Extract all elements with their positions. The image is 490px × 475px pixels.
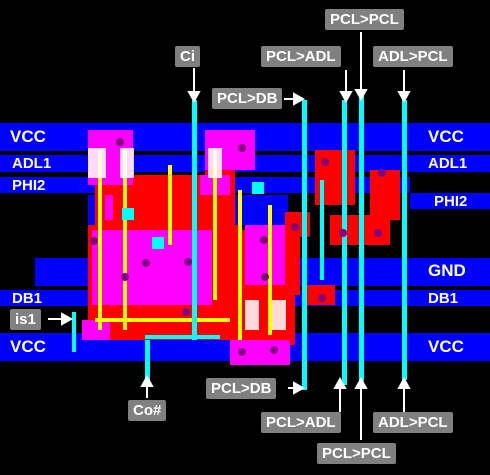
vcc-bottom-right-label: VCC — [428, 337, 464, 356]
pin-pcl-adl-bottom-tag: PCL>ADL — [261, 412, 341, 433]
pin-pcl-pcl-bottom-tag: PCL>PCL — [317, 443, 396, 464]
pin-adl-pcl-top-tag: ADL>PCL — [373, 46, 453, 67]
vcc-bottom-left-label: VCC — [10, 337, 46, 356]
highlight-layer — [88, 148, 286, 330]
pin-adl-pcl-bottom-tag: ADL>PCL — [373, 412, 453, 433]
pin-ci-tag: Ci — [175, 46, 200, 67]
signal-columns — [72, 96, 407, 390]
pin-pcl-adl-top-tag: PCL>ADL — [261, 46, 341, 67]
pin-pcl-db-top-tag: PCL>DB — [212, 88, 283, 109]
vcc-top-left-label: VCC — [10, 127, 46, 146]
db1-left-label: DB1 — [12, 290, 43, 307]
pin-pcl-pcl-top-tag: PCL>PCL — [325, 9, 404, 30]
adl1-right-label: ADL1 — [428, 155, 468, 172]
phi2-right-label: PHI2 — [434, 193, 468, 210]
vcc-top-right-label: VCC — [428, 127, 464, 146]
arrow-layer — [48, 32, 411, 440]
gnd-right-label: GND — [428, 261, 466, 280]
pin-pcl-db-bottom-tag: PCL>DB — [206, 378, 277, 399]
contact-layer — [90, 138, 386, 356]
pin-co-tag: Co# — [128, 400, 167, 421]
phi2-left-label: PHI2 — [12, 177, 46, 194]
pin-is1-tag: is1 — [10, 309, 41, 330]
adl1-left-label: ADL1 — [12, 155, 52, 172]
db1-right-label: DB1 — [428, 290, 459, 307]
